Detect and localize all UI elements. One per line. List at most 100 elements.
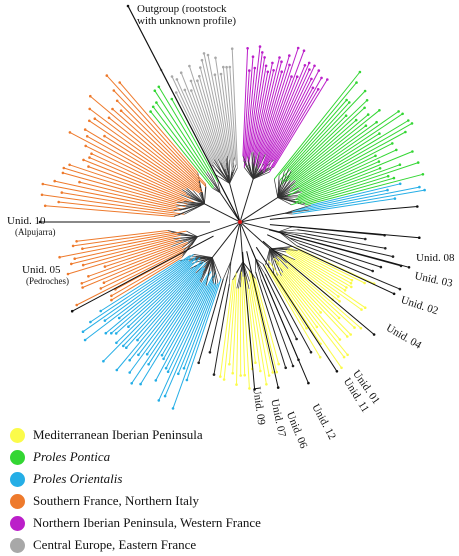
tree-leaf (345, 114, 348, 117)
tree-leaf (411, 150, 414, 153)
tree-leaf (149, 110, 152, 113)
tree-leaf (271, 371, 274, 374)
tree-leaf (317, 88, 320, 91)
tree-leaf (271, 62, 274, 65)
legend-label: Proles Orientalis (33, 471, 122, 487)
tree-branch (214, 284, 229, 375)
tree-leaf (108, 117, 111, 120)
tree-leaf (86, 135, 89, 138)
tree-leaf (214, 73, 217, 76)
tree-leaf (288, 54, 291, 57)
tree-leaf (94, 117, 97, 120)
tree-leaf (81, 282, 84, 285)
tree-leaf (75, 304, 78, 307)
unid-05-place: (Pedroches) (26, 276, 69, 286)
tree-leaf (423, 189, 426, 192)
tree-root (238, 220, 242, 224)
tree-leaf (292, 365, 295, 368)
tree-leaf (345, 286, 348, 289)
tree-leaf (265, 65, 268, 68)
tree-leaf (190, 89, 193, 92)
tree-leaf (176, 78, 179, 81)
legend-swatch (10, 538, 25, 553)
tree-leaf (88, 120, 91, 123)
tree-leaf (111, 108, 114, 111)
tree-branch (242, 272, 245, 376)
tree-branch (269, 268, 307, 328)
tree-leaf (407, 119, 410, 122)
tree-leaf (338, 317, 341, 320)
tree-leaf (349, 333, 352, 336)
tree-stem (241, 179, 254, 220)
tree-leaf (319, 311, 322, 314)
tree-leaf (196, 79, 199, 82)
tree-leaf (128, 371, 131, 374)
tree-leaf (198, 75, 201, 78)
tree-leaf (346, 354, 349, 357)
tree-leaf (297, 47, 300, 50)
tree-leaf (110, 299, 113, 302)
tree-leaf (147, 363, 150, 366)
tree-leaf (338, 300, 341, 303)
tree-leaf (318, 69, 321, 72)
tree-leaf (82, 264, 85, 267)
tree-leaf (231, 372, 234, 375)
tree-leaf (84, 145, 87, 148)
tree-stem (231, 224, 240, 261)
tree-leaf (130, 382, 133, 385)
tree-leaf (305, 327, 308, 330)
legend-item-mediterranean-iberian: Mediterranean Iberian Peninsula (10, 424, 450, 446)
tree-leaf (359, 71, 362, 74)
tree-leaf (319, 356, 322, 359)
tree-leaf (53, 180, 56, 183)
tree-leaf (78, 181, 81, 184)
tree-leaf (197, 362, 200, 365)
tree-leaf (280, 70, 283, 73)
legend-label: Central Europe, Eastern France (33, 537, 196, 553)
tree-leaf (373, 333, 376, 336)
tree-internal-branch (279, 232, 297, 246)
tree-leaf (137, 354, 140, 357)
legend-label: Mediterranean Iberian Peninsula (33, 427, 203, 443)
tree-leaf (82, 330, 85, 333)
legend-item-northern-iberian: Northern Iberian Peninsula, Western Fran… (10, 512, 450, 534)
tree-leaf (164, 395, 167, 398)
tree-leaf (127, 5, 130, 8)
tree-branch (77, 231, 168, 242)
tree-leaf (87, 275, 90, 278)
legend-swatch (10, 494, 25, 509)
tree-leaf (82, 159, 85, 162)
tree-leaf (366, 99, 369, 102)
tree-leaf (267, 71, 270, 74)
tree-leaf (235, 383, 238, 386)
tree-leaf (397, 110, 400, 113)
tree-leaf (122, 345, 125, 348)
legend-label: Southern France, Northern Italy (33, 493, 199, 509)
tree-leaf (81, 247, 84, 250)
legend-item-southern-france: Southern France, Northern Italy (10, 490, 450, 512)
tree-leaf (81, 286, 84, 289)
tree-leaf (365, 124, 368, 127)
tree-leaf (190, 80, 193, 83)
tree-leaf (391, 142, 394, 145)
unid-10-label: Unid. 10 (Alpujarra) (7, 215, 55, 237)
tree-leaf (367, 113, 370, 116)
tree-leaf (186, 379, 189, 382)
tree-leaf (399, 288, 402, 291)
tree-branch (237, 289, 239, 385)
tree-leaf (278, 56, 281, 59)
tree-leaf (343, 356, 346, 359)
tree-leaf (90, 152, 93, 155)
tree-internal-branch (274, 179, 277, 197)
tree-leaf (374, 155, 377, 158)
tree-leaf (296, 75, 299, 78)
tree-stem (212, 224, 239, 258)
tree-leaf (272, 69, 275, 72)
tree-leaf (346, 335, 349, 338)
legend-swatch (10, 472, 25, 487)
tree-leaf (336, 370, 339, 373)
tree-leaf (136, 339, 139, 342)
tree-leaf (103, 135, 106, 138)
tree-leaf (340, 367, 343, 370)
tree-branch (73, 232, 171, 246)
